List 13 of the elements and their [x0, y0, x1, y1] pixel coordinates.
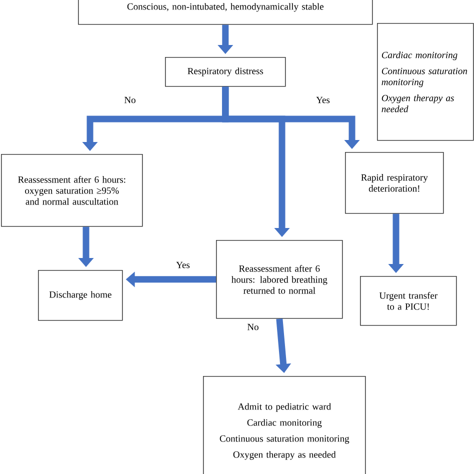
process-box: Urgent transfer to a PICU! — [360, 276, 457, 326]
note-box: Cardiac monitoring Continuous saturation monitoring Oxygen therapy as needed — [377, 23, 474, 141]
process-box: Conscious, non-intubated, hemodynamically stable — [78, 0, 373, 25]
process-box: Reassessment after 6 hours: labored breathing returned to normal — [216, 240, 343, 319]
edge-label: Yes — [315, 96, 331, 104]
process-box: Discharge home — [38, 270, 123, 321]
edge-label: No — [123, 96, 137, 104]
process-box: Admit to pediatric ward Cardiac monitoring Continuous saturation monitoring Oxygen therapy as needed — [203, 376, 366, 474]
edge-label: Yes — [175, 260, 191, 270]
process-box: Reassessment after 6 hours: oxygen saturation ≥95% and normal auscultation — [1, 154, 143, 227]
process-box: Respiratory distress — [165, 57, 286, 87]
edge-label: No — [246, 322, 260, 332]
process-box: Rapid respiratory deterioration! — [345, 152, 444, 214]
